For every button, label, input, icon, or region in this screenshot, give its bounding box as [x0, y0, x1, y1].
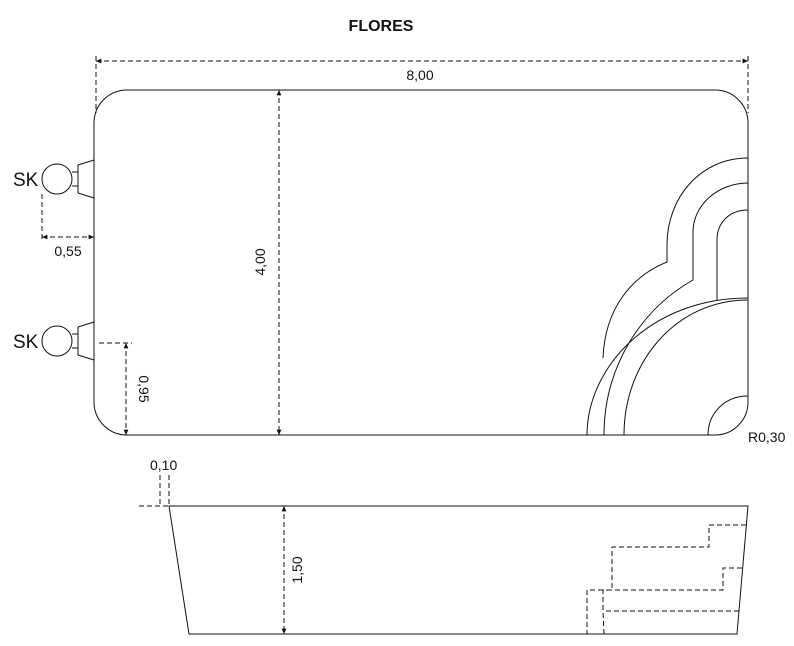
skimmer-bottom: SK	[13, 321, 95, 361]
section-outline	[168, 505, 749, 635]
skimmer-top-neck	[72, 171, 78, 187]
corner-step-arc	[707, 395, 749, 436]
skimmer-bottom-circle	[41, 325, 73, 357]
stair-outline-5	[623, 299, 749, 436]
depth-label: 1,50	[289, 556, 305, 583]
skimmer-bottom-label: SK	[13, 332, 39, 353]
stair-outline-3	[716, 209, 749, 300]
plan-view: 8,00 4,00 R0,30 SK 0,55 SK	[13, 56, 786, 445]
length-label: 8,00	[406, 67, 433, 83]
stair-outline-outer	[602, 157, 749, 359]
skimmer-top-mouth	[77, 159, 95, 199]
section-view: 0,10 1,50	[139, 457, 749, 635]
skimmer-side-label: 0,95	[136, 375, 152, 402]
skimmer-offset-label: 0,55	[54, 243, 81, 259]
stair-hidden-outer	[586, 524, 746, 634]
skimmer-top: SK	[13, 159, 95, 199]
wall-thickness-label: 0,10	[150, 457, 177, 473]
skimmer-bottom-mouth	[77, 321, 95, 361]
corner-radius-label: R0,30	[748, 429, 786, 445]
width-label: 4,00	[252, 248, 268, 275]
skimmer-top-circle	[41, 163, 73, 195]
pool-outline	[93, 89, 749, 436]
skimmer-bottom-neck	[72, 333, 78, 349]
stair-hidden-inner	[602, 567, 742, 635]
stair-outline-2	[603, 182, 749, 436]
stair-outline-4	[586, 297, 749, 436]
skimmer-top-label: SK	[13, 170, 39, 191]
drawing-title: FLORES	[349, 18, 414, 35]
